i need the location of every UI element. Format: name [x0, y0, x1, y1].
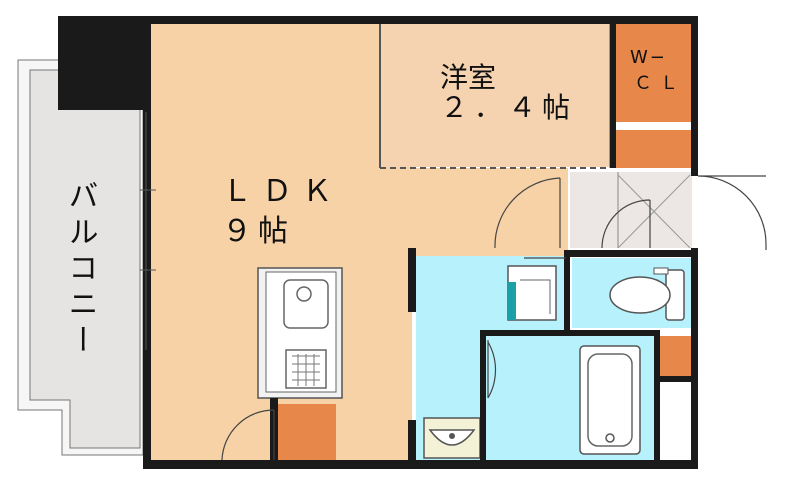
- kitchen-storage: [278, 404, 336, 460]
- door-swings: [221, 175, 767, 461]
- walk-in-closet: [614, 22, 692, 122]
- storage-shelf: [614, 130, 692, 168]
- wcl-label-line2: ＣＬ: [634, 73, 686, 94]
- western-room-label: 洋室: [440, 61, 497, 94]
- balcony-label: バルコニー: [62, 180, 98, 360]
- wcl-label-line1: W−: [630, 47, 667, 68]
- ldk-label: ＬＤＫ: [222, 174, 342, 209]
- western-room-floor: [378, 22, 610, 167]
- kitchen-counter: [257, 267, 343, 399]
- balcony: [17, 59, 144, 456]
- western-room-size-label: ２．４帖: [440, 91, 577, 124]
- washing-machine-space: [507, 265, 557, 321]
- entrance-floor: [570, 172, 692, 248]
- bathtub: [579, 345, 641, 455]
- hall-floor: [412, 168, 568, 256]
- washbasin: [423, 417, 481, 459]
- toilet: [609, 267, 685, 321]
- ldk-size-label: ９帖: [222, 214, 294, 249]
- storage-small: [658, 336, 692, 376]
- sash-window: [140, 112, 156, 350]
